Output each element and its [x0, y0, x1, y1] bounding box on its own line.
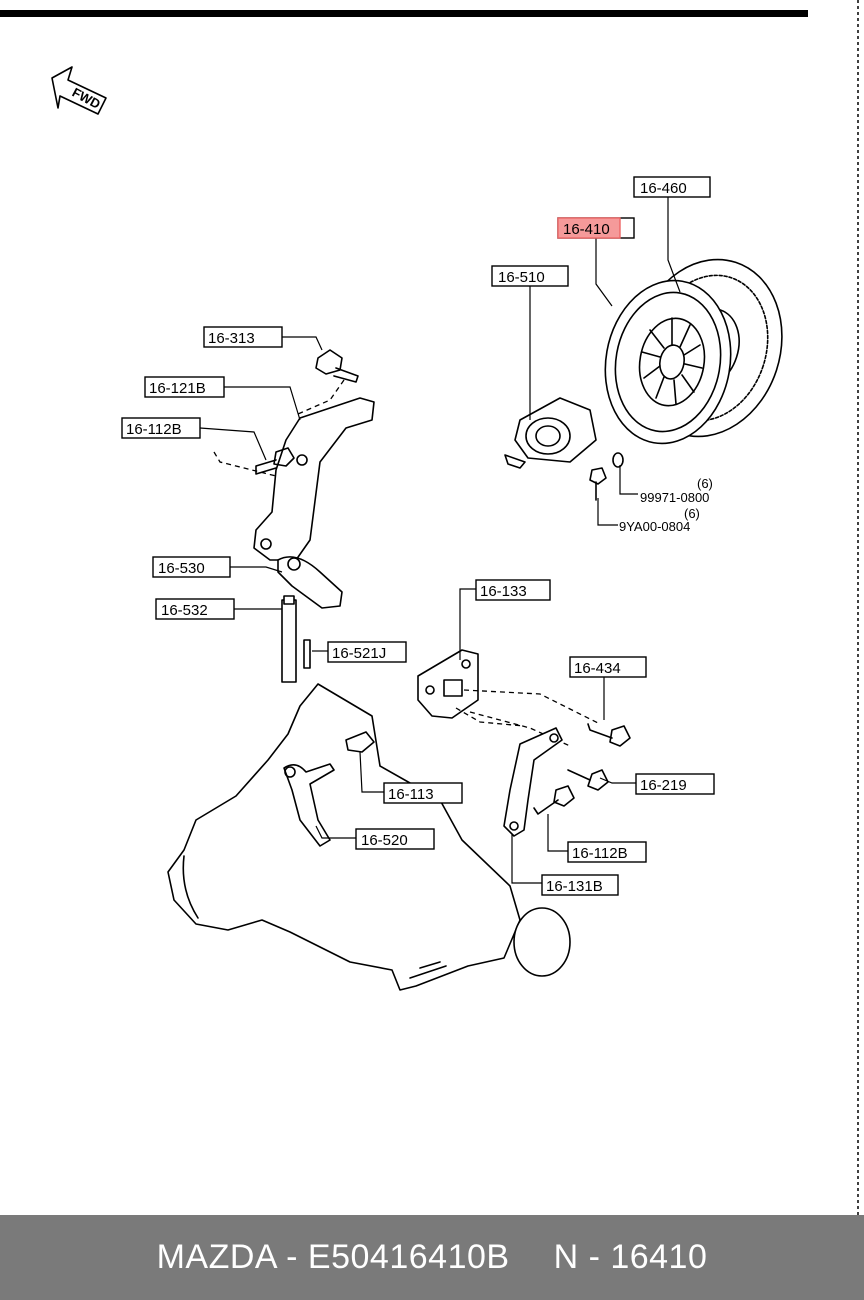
label-16-460: 16-460 — [640, 180, 687, 197]
callout-16-133: 16-133 — [475, 579, 551, 601]
release-fork-16-520 — [283, 763, 335, 847]
callout-16-113: 16-113 — [383, 782, 463, 804]
bolt-16-112b-bottom — [533, 785, 575, 815]
clutch-parts-diagram: FWD — [0, 0, 859, 1215]
callout-16-219: 16-219 — [635, 773, 715, 795]
footer-reference-number: N - 16410 — [553, 1238, 708, 1276]
label-99971-0800: 99971-0800 — [640, 490, 709, 505]
callout-16-121b: 16-121B — [144, 376, 225, 398]
label-16-131b: 16-131B — [546, 878, 603, 895]
bracket-16-131b — [503, 727, 563, 837]
label-16-510: 16-510 — [498, 269, 545, 286]
label-16-410: 16-410 — [563, 221, 610, 238]
clutch-cover-pressure-plate — [604, 279, 732, 445]
callout-16-510: 16-510 — [491, 265, 569, 287]
label-16-532: 16-532 — [161, 602, 208, 619]
label-16-520: 16-520 — [361, 832, 408, 849]
label-9ya00-0804: 9YA00-0804 — [619, 519, 690, 534]
callout-16-313: 16-313 — [203, 326, 283, 348]
bolt-16-434 — [587, 723, 631, 747]
bracket-16-133 — [417, 649, 479, 719]
fwd-arrow-icon: FWD — [51, 66, 107, 115]
label-16-133: 16-133 — [480, 583, 527, 600]
label-16-219: 16-219 — [640, 777, 687, 794]
footer-bar: MAZDA - E50416410B N - 16410 — [0, 1215, 864, 1300]
callout-16-521j: 16-521J — [327, 641, 407, 663]
bolt-16-313 — [315, 349, 359, 383]
bracket-16-121b — [253, 397, 375, 561]
label-16-530: 16-530 — [158, 560, 205, 577]
callout-16-434: 16-434 — [569, 656, 647, 678]
footer-part-number: MAZDA - E50416410B — [156, 1238, 510, 1276]
dashed-guide-upper — [297, 379, 345, 415]
label-9ya00-qty: (6) — [684, 506, 700, 521]
top-border-bar — [0, 10, 808, 17]
callout-16-520: 16-520 — [355, 828, 435, 850]
leader-lines — [199, 197, 681, 884]
callout-16-410: 16-410 — [557, 217, 635, 239]
pressure-plate-bolt — [589, 452, 624, 501]
callout-99971-0800: (6) 99971-0800 — [640, 476, 713, 505]
key-16-521j — [303, 639, 311, 669]
callout-9ya00-0804: (6) 9YA00-0804 — [619, 506, 700, 534]
bolt-16-112b-top — [255, 447, 295, 475]
label-16-434: 16-434 — [574, 660, 621, 677]
plug-16-113 — [345, 731, 375, 753]
label-16-121b: 16-121B — [149, 380, 206, 397]
pivot-pin-16-532 — [281, 595, 297, 683]
callout-16-112b-top: 16-112B — [121, 417, 201, 439]
release-bearing — [504, 397, 597, 469]
label-16-313: 16-313 — [208, 330, 255, 347]
label-16-521j: 16-521J — [332, 645, 386, 662]
transmission-housing — [167, 683, 571, 991]
bolt-16-219 — [567, 769, 609, 791]
callout-16-131b: 16-131B — [541, 874, 619, 896]
callout-16-112b-bottom: 16-112B — [567, 841, 647, 863]
callout-16-532: 16-532 — [155, 598, 235, 620]
fork-plate-16-530 — [277, 556, 343, 609]
callout-16-530: 16-530 — [152, 556, 231, 578]
label-16-112b-top: 16-112B — [126, 421, 182, 438]
label-16-113: 16-113 — [388, 786, 434, 803]
label-16-112b-bottom: 16-112B — [572, 845, 628, 862]
callout-16-460: 16-460 — [633, 176, 711, 198]
label-99971-qty: (6) — [697, 476, 713, 491]
dashed-guide-left — [213, 451, 277, 477]
